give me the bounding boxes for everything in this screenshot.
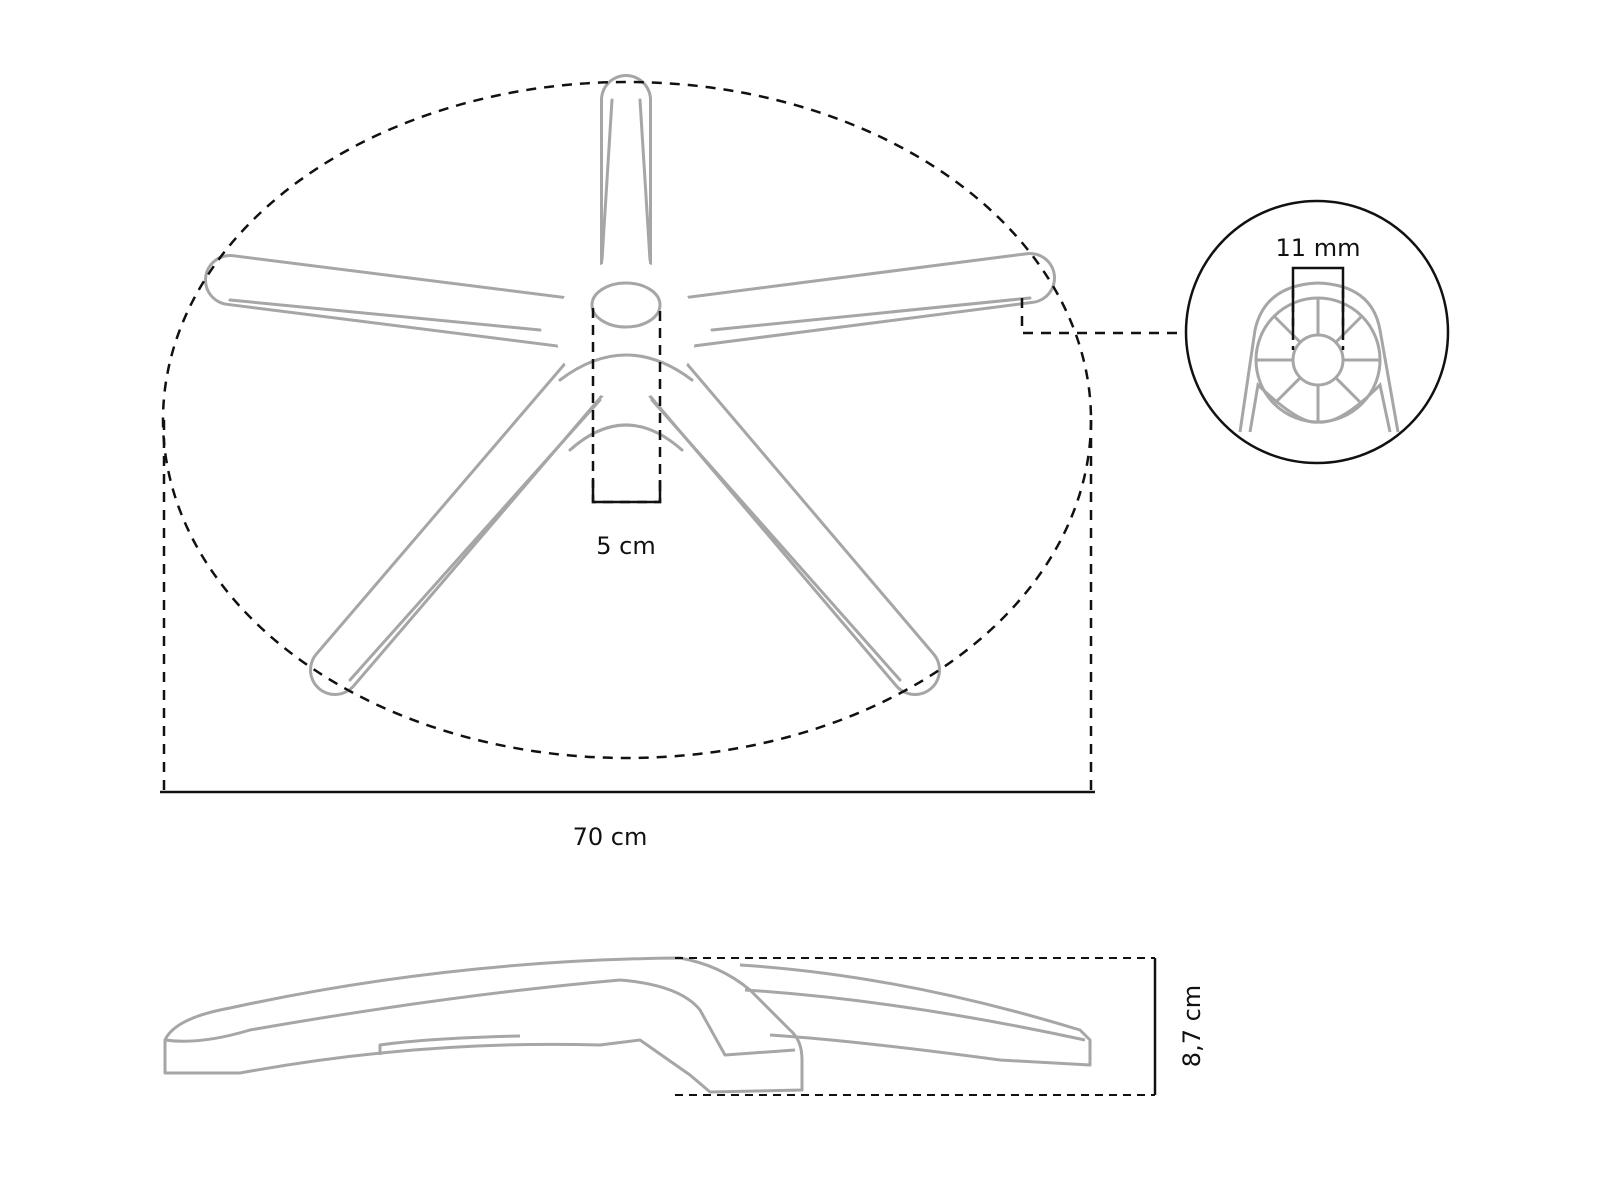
height-label: 8,7 cm (1178, 985, 1206, 1067)
width-dimension (160, 420, 1095, 794)
overall-diameter-label: 70 cm (573, 823, 648, 851)
detail-leader-line (1020, 298, 1186, 335)
hub-diameter-label: 5 cm (596, 532, 655, 560)
height-dimension (675, 957, 1157, 1096)
hub-dimension (591, 308, 662, 504)
star-base-top-view (204, 74, 1056, 696)
detail-dimension-label: 11 mm (1276, 234, 1361, 262)
detail-view: 11 mm (1184, 199, 1450, 465)
star-base-side-view (163, 956, 1092, 1094)
